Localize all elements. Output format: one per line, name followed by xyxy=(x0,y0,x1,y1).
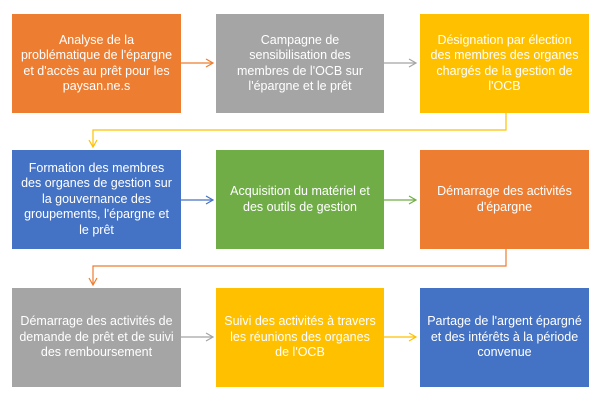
step-6-box: Démarrage des activités d'épargne xyxy=(420,150,589,249)
arrowhead-3-4 xyxy=(88,139,98,149)
step-6-label: Démarrage des activités d'épargne xyxy=(437,184,572,214)
step-2-box: Campagne de sensibilisation des membres … xyxy=(216,14,384,113)
step-5-label: Acquisition du matériel et des outils de… xyxy=(230,184,370,214)
step-4-label: Formation des membres des organes de ges… xyxy=(21,160,172,237)
arrowhead-8-9 xyxy=(408,332,418,342)
step-1-box: Analyse de la problématique de l'épargne… xyxy=(12,14,181,113)
step-3-box: Désignation par élection des membres des… xyxy=(420,14,589,113)
step-9-label: Partage de l'argent épargné et des intér… xyxy=(427,314,582,360)
arrow-3-4 xyxy=(92,113,507,146)
arrowhead-5-6 xyxy=(408,195,418,205)
step-3-label: Désignation par élection des membres des… xyxy=(430,32,579,94)
step-5-box: Acquisition du matériel et des outils de… xyxy=(216,150,384,249)
arrowhead-1-2 xyxy=(205,58,215,68)
step-8-box: Suivi des activités à travers les réunio… xyxy=(216,288,384,387)
arrow-6-7 xyxy=(92,249,507,284)
arrowhead-2-3 xyxy=(408,58,418,68)
step-4-box: Formation des membres des organes de ges… xyxy=(12,150,181,249)
step-8-label: Suivi des activités à travers les réunio… xyxy=(224,314,376,360)
step-1-label: Analyse de la problématique de l'épargne… xyxy=(20,32,173,94)
step-7-box: Démarrage des activités de demande de pr… xyxy=(12,288,181,387)
arrowhead-4-5 xyxy=(205,195,215,205)
step-2-label: Campagne de sensibilisation des membres … xyxy=(236,32,364,94)
step-7-label: Démarrage des activités de demande de pr… xyxy=(19,314,174,360)
arrowhead-6-7 xyxy=(88,277,98,287)
arrowhead-7-8 xyxy=(205,332,215,342)
step-9-box: Partage de l'argent épargné et des intér… xyxy=(420,288,589,387)
